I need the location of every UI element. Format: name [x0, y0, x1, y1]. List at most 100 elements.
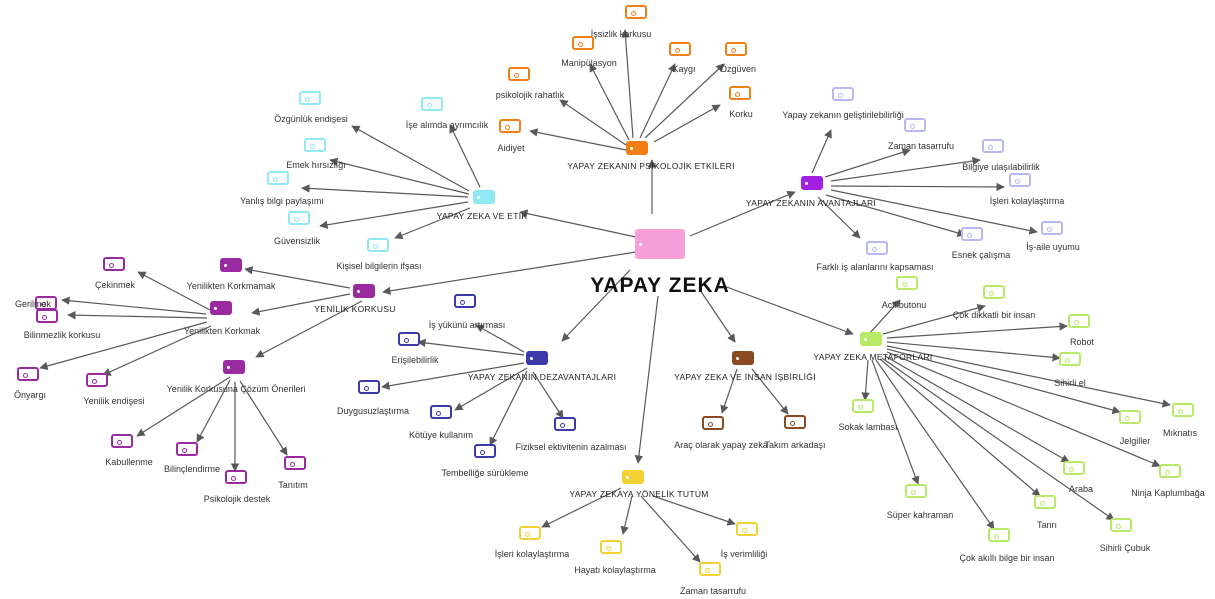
edge-korkmak-2	[67, 310, 208, 320]
child-label-tembellige-surukleme: Tembelliğe sürükleme	[441, 468, 529, 478]
child-tag-sokak-lambasi[interactable]	[852, 399, 874, 413]
branch-tag-yenilik[interactable]	[353, 284, 375, 298]
child-tag-esnek-calisma[interactable]	[961, 227, 983, 241]
child-tag-hayati-kolaylastirma[interactable]	[600, 540, 622, 554]
edge-korkmak-4	[102, 325, 212, 376]
edge-psikolojik-1	[589, 63, 630, 141]
child-tag-i-s-yukunu-artirmasi[interactable]	[454, 294, 476, 308]
leaf-tag-psikolojik-destek[interactable]	[225, 470, 247, 484]
edge-etik-4	[319, 201, 469, 229]
leaf-tag-kabullenme[interactable]	[111, 434, 133, 448]
child-tag-ninja-kaplumbaga[interactable]	[1159, 464, 1181, 478]
child-tag-yanlis-bilgi-paylasimi[interactable]	[267, 171, 289, 185]
child-tag-i-ssizlik-korkusu[interactable]	[625, 5, 647, 19]
child-label-yenilikten-korkmak: Yenilikten Korkmak	[183, 326, 261, 336]
leaf-label-psikolojik-destek: Psikolojik destek	[203, 494, 271, 504]
child-label-acil-butonu: Acil butonu	[881, 300, 927, 310]
child-tag-yapay-zekanin-gelistirilebilirligi[interactable]	[832, 87, 854, 101]
child-tag-tanri[interactable]	[1034, 495, 1056, 509]
child-tag-erisilebilirlik[interactable]	[398, 332, 420, 346]
child-tag-zaman-tasarrufu[interactable]	[699, 562, 721, 576]
child-tag-jelgiller[interactable]	[1119, 410, 1141, 424]
child-tag-cok-akilli-bilge-bir-insan[interactable]	[988, 528, 1010, 542]
child-label-i-ssizlik-korkusu: İşsizlik korkusu	[590, 29, 652, 39]
child-tag-fiziksel-ektivitenin-azalmasi[interactable]	[554, 417, 576, 431]
branch-tag-avantaj[interactable]	[801, 176, 823, 190]
child-label-i-s-yukunu-artirmasi: İş yükünü artırması	[428, 320, 506, 330]
child-tag-arac-olarak-yapay-zeka[interactable]	[702, 416, 724, 430]
child-tag-ozgunluk-endisesi[interactable]	[299, 91, 321, 105]
child-tag-i-s-verimliligi[interactable]	[736, 522, 758, 536]
edge-metafor-12	[861, 359, 870, 401]
child-tag-yenilikten-korkmak[interactable]	[210, 301, 232, 315]
edge-root-to-avantaj	[689, 191, 796, 237]
edge-etik-2	[329, 157, 470, 195]
edge-avantaj-3	[830, 182, 1005, 192]
branch-tag-isbirligi[interactable]	[732, 351, 754, 365]
branch-tag-etik[interactable]	[473, 190, 495, 204]
child-tag-duygusuzlastirma[interactable]	[358, 380, 380, 394]
branch-label-metafor: YAPAY ZEKA METAFORLARI	[813, 352, 933, 362]
child-tag-zaman-tasarrufu[interactable]	[904, 118, 926, 132]
leaf-tag-tanitim[interactable]	[284, 456, 306, 470]
branch-label-avantaj: YAPAY ZEKANIN AVANTAJLARI	[745, 198, 877, 208]
child-label-cok-akilli-bilge-bir-insan: Çok akıllı bilge bir insan	[959, 553, 1055, 563]
leaf-tag-cekinmek[interactable]	[103, 257, 125, 271]
child-tag-emek-hirsizligi[interactable]	[304, 138, 326, 152]
child-tag-i-se-alimda-ayrimcilik[interactable]	[421, 97, 443, 111]
leaf-tag-yenilik-endisesi[interactable]	[86, 373, 108, 387]
child-tag-kotuye-kullanim[interactable]	[430, 405, 452, 419]
child-tag-bilgiye-ulasilabilirlik[interactable]	[982, 139, 1004, 153]
child-label-yanlis-bilgi-paylasimi: Yanlış bilgi paylaşımı	[240, 196, 324, 206]
child-tag-yenilikten-korkmamak[interactable]	[220, 258, 242, 272]
child-tag-cok-dikkatli-bir-insan[interactable]	[983, 285, 1005, 299]
child-tag-tembellige-surukleme[interactable]	[474, 444, 496, 458]
child-tag-guvensizlik[interactable]	[288, 211, 310, 225]
edge-root-to-etik	[519, 209, 637, 238]
child-tag-ozguven[interactable]	[725, 42, 747, 56]
branch-tag-psikolojik[interactable]	[626, 141, 648, 155]
child-tag-farkli-is-alanlarini-kapsamasi[interactable]	[866, 241, 888, 255]
edge-yenilik-0	[244, 266, 351, 289]
branch-tag-metafor[interactable]	[860, 332, 882, 346]
child-tag-yenilik-korkusuna-cozum-onerileri[interactable]	[223, 360, 245, 374]
child-label-super-kahraman: Süper kahraman	[886, 510, 954, 520]
child-label-emek-hirsizligi: Emek hırsızlığı	[286, 160, 346, 170]
child-tag-aidiyet[interactable]	[499, 119, 521, 133]
root-node-tag[interactable]	[635, 229, 685, 259]
child-tag-manipulasyon[interactable]	[572, 36, 594, 50]
leaf-tag-onyargi[interactable]	[17, 367, 39, 381]
child-tag-robot[interactable]	[1068, 314, 1090, 328]
edge-root-to-yenilik	[382, 251, 637, 295]
branch-tag-dezavantaj[interactable]	[526, 351, 548, 365]
child-label-korku: Korku	[729, 109, 753, 119]
edge-metafor-2	[886, 322, 1068, 339]
child-tag-takim-arkadasi[interactable]	[784, 415, 806, 429]
child-tag-kisisel-bilgilerin-ifsasi[interactable]	[367, 238, 389, 252]
child-label-yenilikten-korkmamak: Yenilikten Korkmamak	[186, 281, 276, 291]
edge-avantaj-1	[824, 148, 911, 178]
edge-dezavantaj-4	[489, 370, 528, 446]
leaf-tag-bilinmezlik-korkusu[interactable]	[36, 309, 58, 323]
child-tag-miknatis[interactable]	[1172, 403, 1194, 417]
child-label-aidiyet: Aidiyet	[497, 143, 525, 153]
child-tag-acil-butonu[interactable]	[896, 276, 918, 290]
child-tag-sihirli-cubuk[interactable]	[1110, 518, 1132, 532]
child-tag-i-sleri-kolaylastirma[interactable]	[1009, 173, 1031, 187]
child-tag-i-s-aile-uyumu[interactable]	[1041, 221, 1063, 235]
edge-metafor-7	[884, 355, 1070, 463]
leaf-label-bilinclendirme: Bilinçlendirme	[163, 464, 221, 474]
child-tag-araba[interactable]	[1063, 461, 1085, 475]
leaf-tag-bilinclendirme[interactable]	[176, 442, 198, 456]
child-tag-i-sleri-kolaylastirma[interactable]	[519, 526, 541, 540]
child-tag-super-kahraman[interactable]	[905, 484, 927, 498]
edge-metafor-5	[886, 348, 1121, 415]
child-tag-korku[interactable]	[729, 86, 751, 100]
edge-avantaj-6	[817, 196, 861, 239]
child-label-esnek-calisma: Esnek çalışma	[951, 250, 1011, 260]
child-tag-sihirli-el[interactable]	[1059, 352, 1081, 366]
child-tag-psikolojik-rahatlik[interactable]	[508, 67, 530, 81]
child-tag-kaygi[interactable]	[669, 42, 691, 56]
branch-tag-tutum[interactable]	[622, 470, 644, 484]
